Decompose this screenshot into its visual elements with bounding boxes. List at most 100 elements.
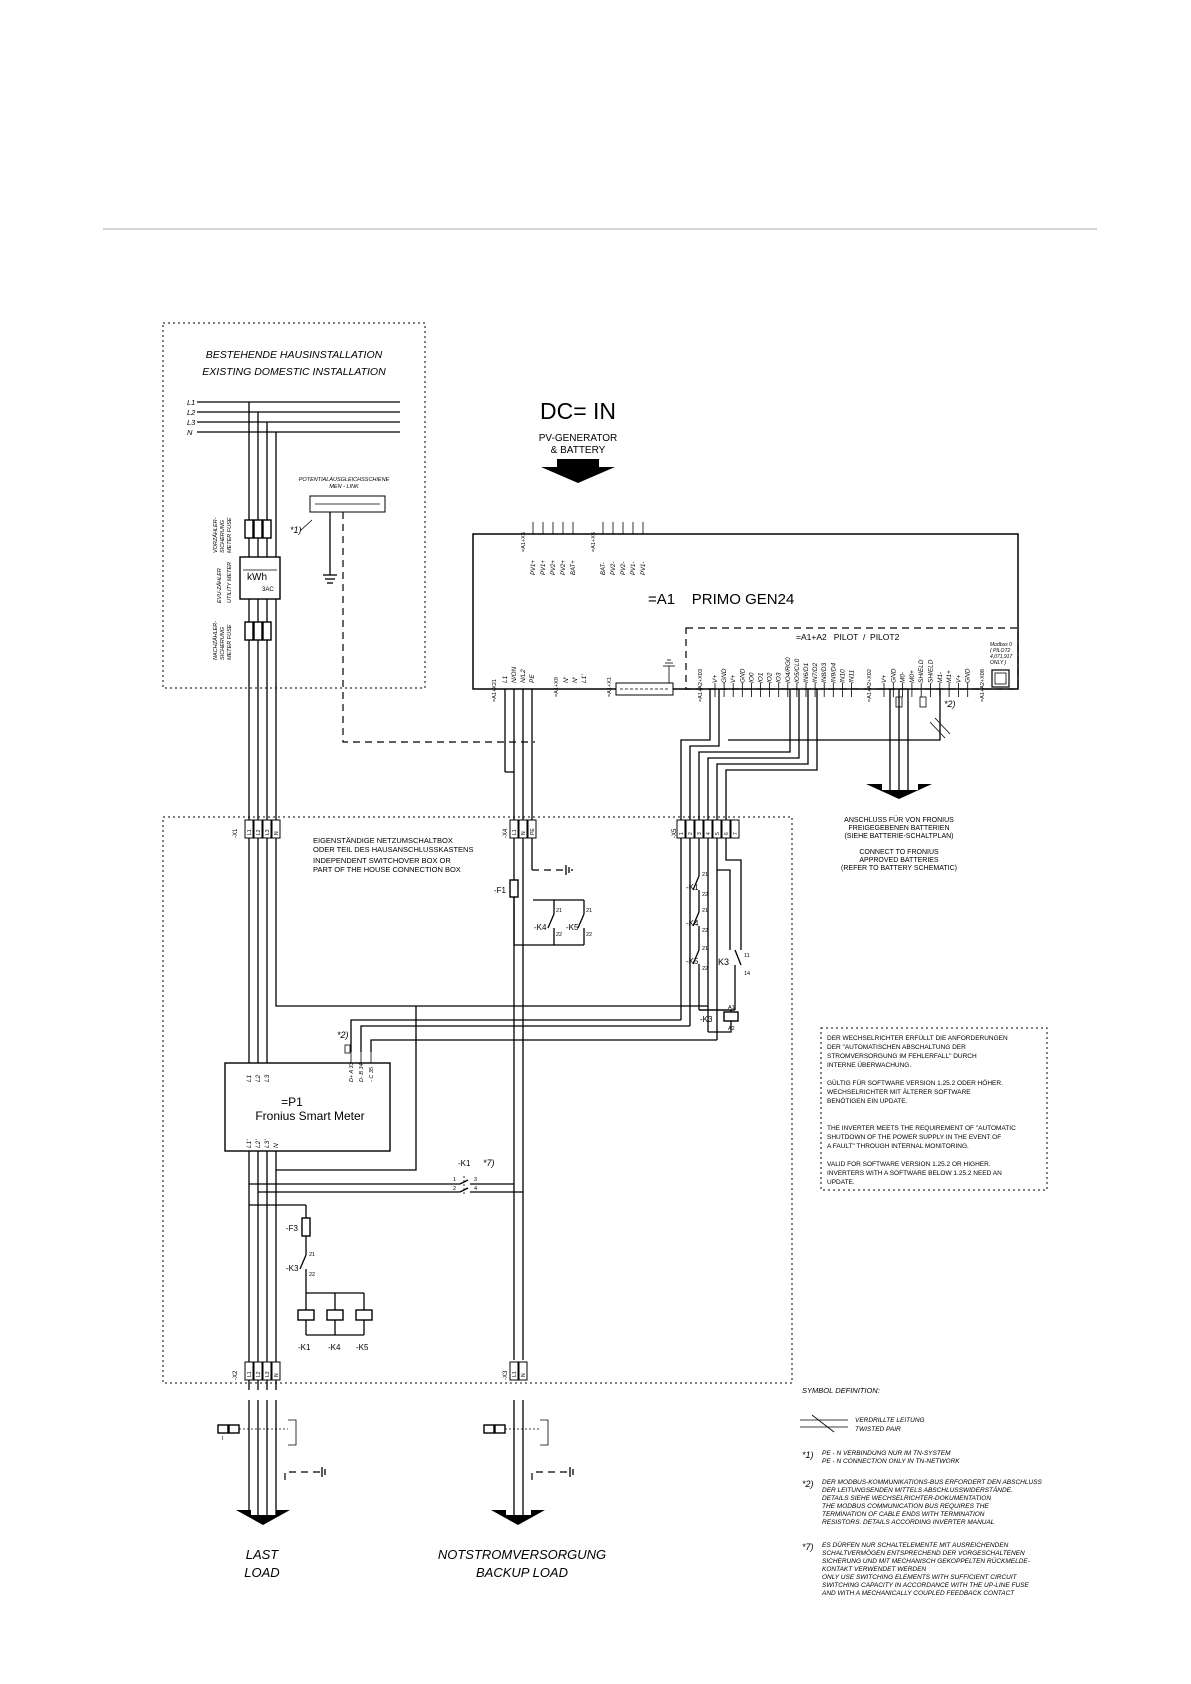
note-2-smart-meter: *2) bbox=[337, 1030, 349, 1040]
x4-downstream bbox=[513, 838, 533, 1360]
k4-x5-contact: -K4 21 22 bbox=[686, 908, 708, 934]
legend-note1-key: *1) bbox=[802, 1450, 814, 1460]
svg-text:L2': L2' bbox=[255, 1139, 262, 1148]
terminal-pin: N bbox=[274, 831, 280, 835]
svg-text:FREIGEGEBENEN BATTERIEN: FREIGEGEBENEN BATTERIEN bbox=[849, 825, 950, 832]
x03-pin: V+ bbox=[712, 675, 719, 683]
main-feeders bbox=[248, 402, 277, 1390]
kwh-label: kWh bbox=[247, 572, 267, 583]
svg-text:22: 22 bbox=[702, 892, 708, 898]
svg-text:PV1+: PV1+ bbox=[531, 560, 537, 575]
note-line: VALID FOR SOFTWARE VERSION 1.25.2 OR HIG… bbox=[827, 1161, 991, 1168]
meter-fuse-top bbox=[244, 519, 272, 539]
svg-text:PV1-: PV1- bbox=[631, 562, 637, 575]
svg-text:PV2-: PV2- bbox=[611, 562, 617, 575]
battery-arrow-icon bbox=[866, 784, 932, 799]
x02-terminal-arrows bbox=[883, 683, 969, 697]
load-arrow-icon bbox=[236, 1510, 290, 1525]
x03-pin: IO3 bbox=[776, 672, 783, 683]
svg-text:L1: L1 bbox=[502, 675, 509, 683]
legend-note2-text: DER MODBUS-KOMMUNIKATIONS-BUS ERFORDERT … bbox=[822, 1479, 1042, 1526]
smart-meter-box bbox=[224, 1062, 391, 1152]
svg-text:L3': L3' bbox=[264, 1139, 271, 1148]
svg-text:-K5: -K5 bbox=[686, 957, 699, 966]
svg-text:21: 21 bbox=[309, 1252, 315, 1258]
note-line: STROMVERSORGUNG IM FEHLERFALL" DURCH bbox=[827, 1053, 977, 1060]
svg-text:-F3: -F3 bbox=[286, 1224, 299, 1233]
terminal-pin: 6 bbox=[724, 832, 730, 835]
x02-pin: M1+ bbox=[946, 670, 953, 683]
x02-pin: GND bbox=[890, 668, 897, 683]
svg-text:-K4: -K4 bbox=[534, 923, 547, 932]
svg-text:L2: L2 bbox=[255, 1074, 262, 1082]
sb-x5-label: -X5 bbox=[672, 828, 678, 838]
x03-pin: IO2 bbox=[767, 672, 774, 683]
svg-text:A1: A1 bbox=[728, 1005, 735, 1011]
terminal-pin: 5 bbox=[715, 832, 721, 835]
svg-text:11: 11 bbox=[744, 953, 750, 959]
k1-contact: -K1 21 22 bbox=[686, 872, 708, 898]
svg-text:22: 22 bbox=[702, 928, 708, 934]
svg-text:- C 35: - C 35 bbox=[369, 1066, 375, 1082]
phase-labels: L1 L2 L3 N bbox=[187, 398, 196, 437]
x02-pin: V+ bbox=[881, 675, 888, 683]
terminal-pin: L2 bbox=[256, 829, 262, 835]
svg-text:4,071,917: 4,071,917 bbox=[990, 654, 1012, 660]
svg-text:4: 4 bbox=[474, 1186, 477, 1192]
x03-pin: GND bbox=[721, 668, 728, 683]
dc-in-sub2: & BATTERY bbox=[551, 445, 606, 456]
note-line: GÜLTIG FÜR SOFTWARE VERSION 1.25.2 ODER … bbox=[827, 1079, 1003, 1087]
note-line: THE MODBUS COMMUNICATION BUS REQUIRES TH… bbox=[822, 1503, 989, 1510]
note-line: THE INVERTER MEETS THE REQUIREMENT OF "A… bbox=[827, 1125, 1016, 1132]
note-line: SCHALTVERMÖGEN ENTSPRECHEND DER VORGESCH… bbox=[822, 1549, 1025, 1557]
note-line: DER "AUTOMATISCHEN ABSCHALTUNG DER bbox=[827, 1044, 966, 1051]
svg-text:1: 1 bbox=[453, 1177, 456, 1183]
k3-no-contact: K3 11 14 bbox=[718, 953, 750, 977]
meter-label: EVU-ZÄHLER UTILITY METER bbox=[216, 562, 233, 603]
note-line: AND WITH A MECHANICALLY COUPLED FEEDBACK… bbox=[821, 1590, 1015, 1597]
svg-text:ANSCHLUSS FÜR VON FRONIUS: ANSCHLUSS FÜR VON FRONIUS bbox=[844, 816, 954, 824]
svg-text:14: 14 bbox=[744, 971, 750, 977]
ac-label: 3AC bbox=[262, 587, 274, 593]
terminal-pin: 2 bbox=[688, 832, 694, 835]
k3-coil: -K3 A1 A2 bbox=[700, 1005, 739, 1033]
svg-text:PV2-: PV2- bbox=[621, 562, 627, 575]
svg-text:( PILOT2: ( PILOT2 bbox=[990, 648, 1011, 654]
svg-text:N: N bbox=[273, 1143, 280, 1148]
svg-text:(REFER TO BATTERY SCHEMATIC): (REFER TO BATTERY SCHEMATIC) bbox=[841, 865, 957, 872]
smart-meter-top-pins: L1 L2 L3 bbox=[246, 1074, 271, 1082]
legend-title: SYMBOL DEFINITION: bbox=[802, 1386, 880, 1395]
backup-rcd-icon bbox=[483, 1419, 549, 1446]
potential-rail-label-en: MEN - LINK bbox=[329, 484, 359, 490]
svg-text:NACHZÄHLER-: NACHZÄHLER- bbox=[212, 621, 219, 660]
modbus-port-icon bbox=[991, 669, 1010, 688]
svg-text:22: 22 bbox=[702, 966, 708, 972]
phase-label-l3: L3 bbox=[187, 418, 196, 427]
k3-nc-contact: -K3 21 22 bbox=[286, 1252, 315, 1293]
note-line: A FAULT" THROUGH INTERNAL MONITORING. bbox=[827, 1143, 969, 1150]
f1-label: -F1 bbox=[494, 886, 507, 895]
dc-in-sub1: PV-GENERATOR bbox=[539, 433, 618, 444]
x03-pin: IN7/D2 bbox=[812, 662, 819, 683]
terminal-pin: L1 bbox=[512, 829, 518, 835]
backup-label-de: NOTSTROMVERSORGUNG bbox=[438, 1547, 606, 1562]
svg-text:*7): *7) bbox=[483, 1158, 495, 1168]
svg-text:22: 22 bbox=[309, 1272, 315, 1278]
note-line: BENÖTIGEN EIN UPDATE. bbox=[827, 1097, 908, 1105]
x5-ref: =A1+X5 bbox=[521, 532, 527, 552]
x6-terminal-arrows bbox=[602, 522, 644, 534]
svg-text:BAT-: BAT- bbox=[601, 562, 607, 575]
coil-bus bbox=[305, 1292, 365, 1336]
svg-text:-K1: -K1 bbox=[298, 1343, 311, 1352]
requirement-note-text: DER WECHSELRICHTER ERFÜLLT DIE ANFORDERU… bbox=[827, 1034, 1016, 1186]
terminal-pin: L3 bbox=[265, 1371, 271, 1377]
svg-text:-K1: -K1 bbox=[458, 1159, 471, 1168]
backup-label-en: BACKUP LOAD bbox=[476, 1565, 568, 1580]
svg-text:-K4: -K4 bbox=[328, 1343, 341, 1352]
domestic-title-en: EXISTING DOMESTIC INSTALLATION bbox=[202, 366, 386, 378]
note-line: DER LEITUNGSENDEN MITTELS ABSCHLUSSWIDER… bbox=[822, 1486, 1013, 1494]
legend-note7-key: *7) bbox=[802, 1542, 814, 1552]
svg-text:(SIEHE BATTERIE-SCHALTPLAN): (SIEHE BATTERIE-SCHALTPLAN) bbox=[844, 833, 953, 840]
